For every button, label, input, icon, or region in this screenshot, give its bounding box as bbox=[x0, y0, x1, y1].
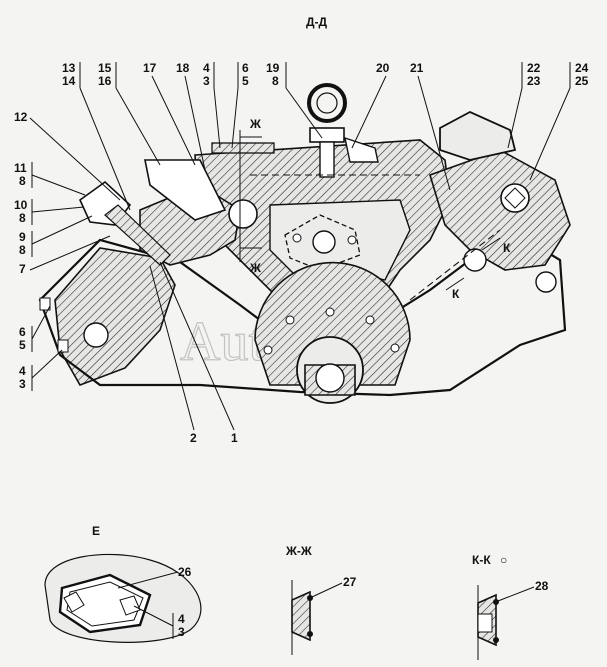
engine-block-outline bbox=[38, 83, 571, 404]
callout-28: 28 bbox=[535, 579, 549, 593]
callout-14: 14 bbox=[62, 74, 76, 88]
cut-marker-k: К К bbox=[445, 237, 511, 301]
callout-11: 11 bbox=[14, 161, 27, 175]
callout-19: 19 bbox=[266, 61, 280, 75]
callout-15: 15 bbox=[98, 61, 112, 75]
cut-marker-k-bottom: К bbox=[452, 287, 460, 301]
callout-3-top: 3 bbox=[203, 74, 210, 88]
callouts-main: 13 14 15 16 17 18 4 3 6 5 19 8 20 21 22 … bbox=[14, 61, 589, 445]
section-title-main: Д-Д bbox=[306, 15, 328, 29]
callout-3-e: 3 bbox=[178, 625, 185, 639]
callout-9: 9 bbox=[19, 230, 26, 244]
section-k-detail: 28 bbox=[477, 579, 549, 660]
view-title-e: Е bbox=[92, 524, 100, 538]
section-zh-detail: 27 bbox=[291, 575, 357, 655]
callout-20: 20 bbox=[376, 61, 390, 75]
callout-17: 17 bbox=[143, 61, 157, 75]
callout-24: 24 bbox=[575, 61, 589, 75]
callout-16: 16 bbox=[98, 74, 112, 88]
callout-21: 21 bbox=[410, 61, 424, 75]
section-title-zh: Ж-Ж bbox=[285, 544, 312, 558]
cut-marker-zh-bottom: Ж bbox=[249, 261, 261, 275]
callout-3-left: 3 bbox=[19, 377, 26, 391]
callout-2: 2 bbox=[190, 431, 197, 445]
callout-23: 23 bbox=[527, 74, 541, 88]
callout-8-c: 8 bbox=[19, 243, 26, 257]
callout-10: 10 bbox=[14, 198, 28, 212]
cut-marker-zh: Ж Ж bbox=[239, 117, 262, 275]
view-e: 26 4 3 bbox=[44, 553, 202, 643]
section-mark-k: ○ bbox=[500, 553, 507, 567]
callout-5-top: 5 bbox=[242, 74, 249, 88]
callout-26: 26 bbox=[178, 565, 192, 579]
callout-1: 1 bbox=[231, 431, 238, 445]
callout-5-left: 5 bbox=[19, 338, 26, 352]
cut-marker-k-top: К bbox=[503, 241, 511, 255]
callout-6-top: 6 bbox=[242, 61, 249, 75]
callout-7: 7 bbox=[19, 262, 26, 276]
callout-4-left: 4 bbox=[19, 364, 26, 378]
callout-25: 25 bbox=[575, 74, 589, 88]
callout-12: 12 bbox=[14, 110, 28, 124]
callout-27: 27 bbox=[343, 575, 357, 589]
cut-marker-zh-top: Ж bbox=[249, 117, 261, 131]
callout-4-e: 4 bbox=[178, 612, 185, 626]
callout-8-a: 8 bbox=[19, 174, 26, 188]
callout-18: 18 bbox=[176, 61, 190, 75]
section-title-k: К-К bbox=[472, 553, 491, 567]
callout-22: 22 bbox=[527, 61, 541, 75]
callout-4-top: 4 bbox=[203, 61, 210, 75]
callout-8-top: 8 bbox=[272, 74, 279, 88]
callout-6-left: 6 bbox=[19, 325, 26, 339]
callout-8-b: 8 bbox=[19, 211, 26, 225]
callout-13: 13 bbox=[62, 61, 76, 75]
